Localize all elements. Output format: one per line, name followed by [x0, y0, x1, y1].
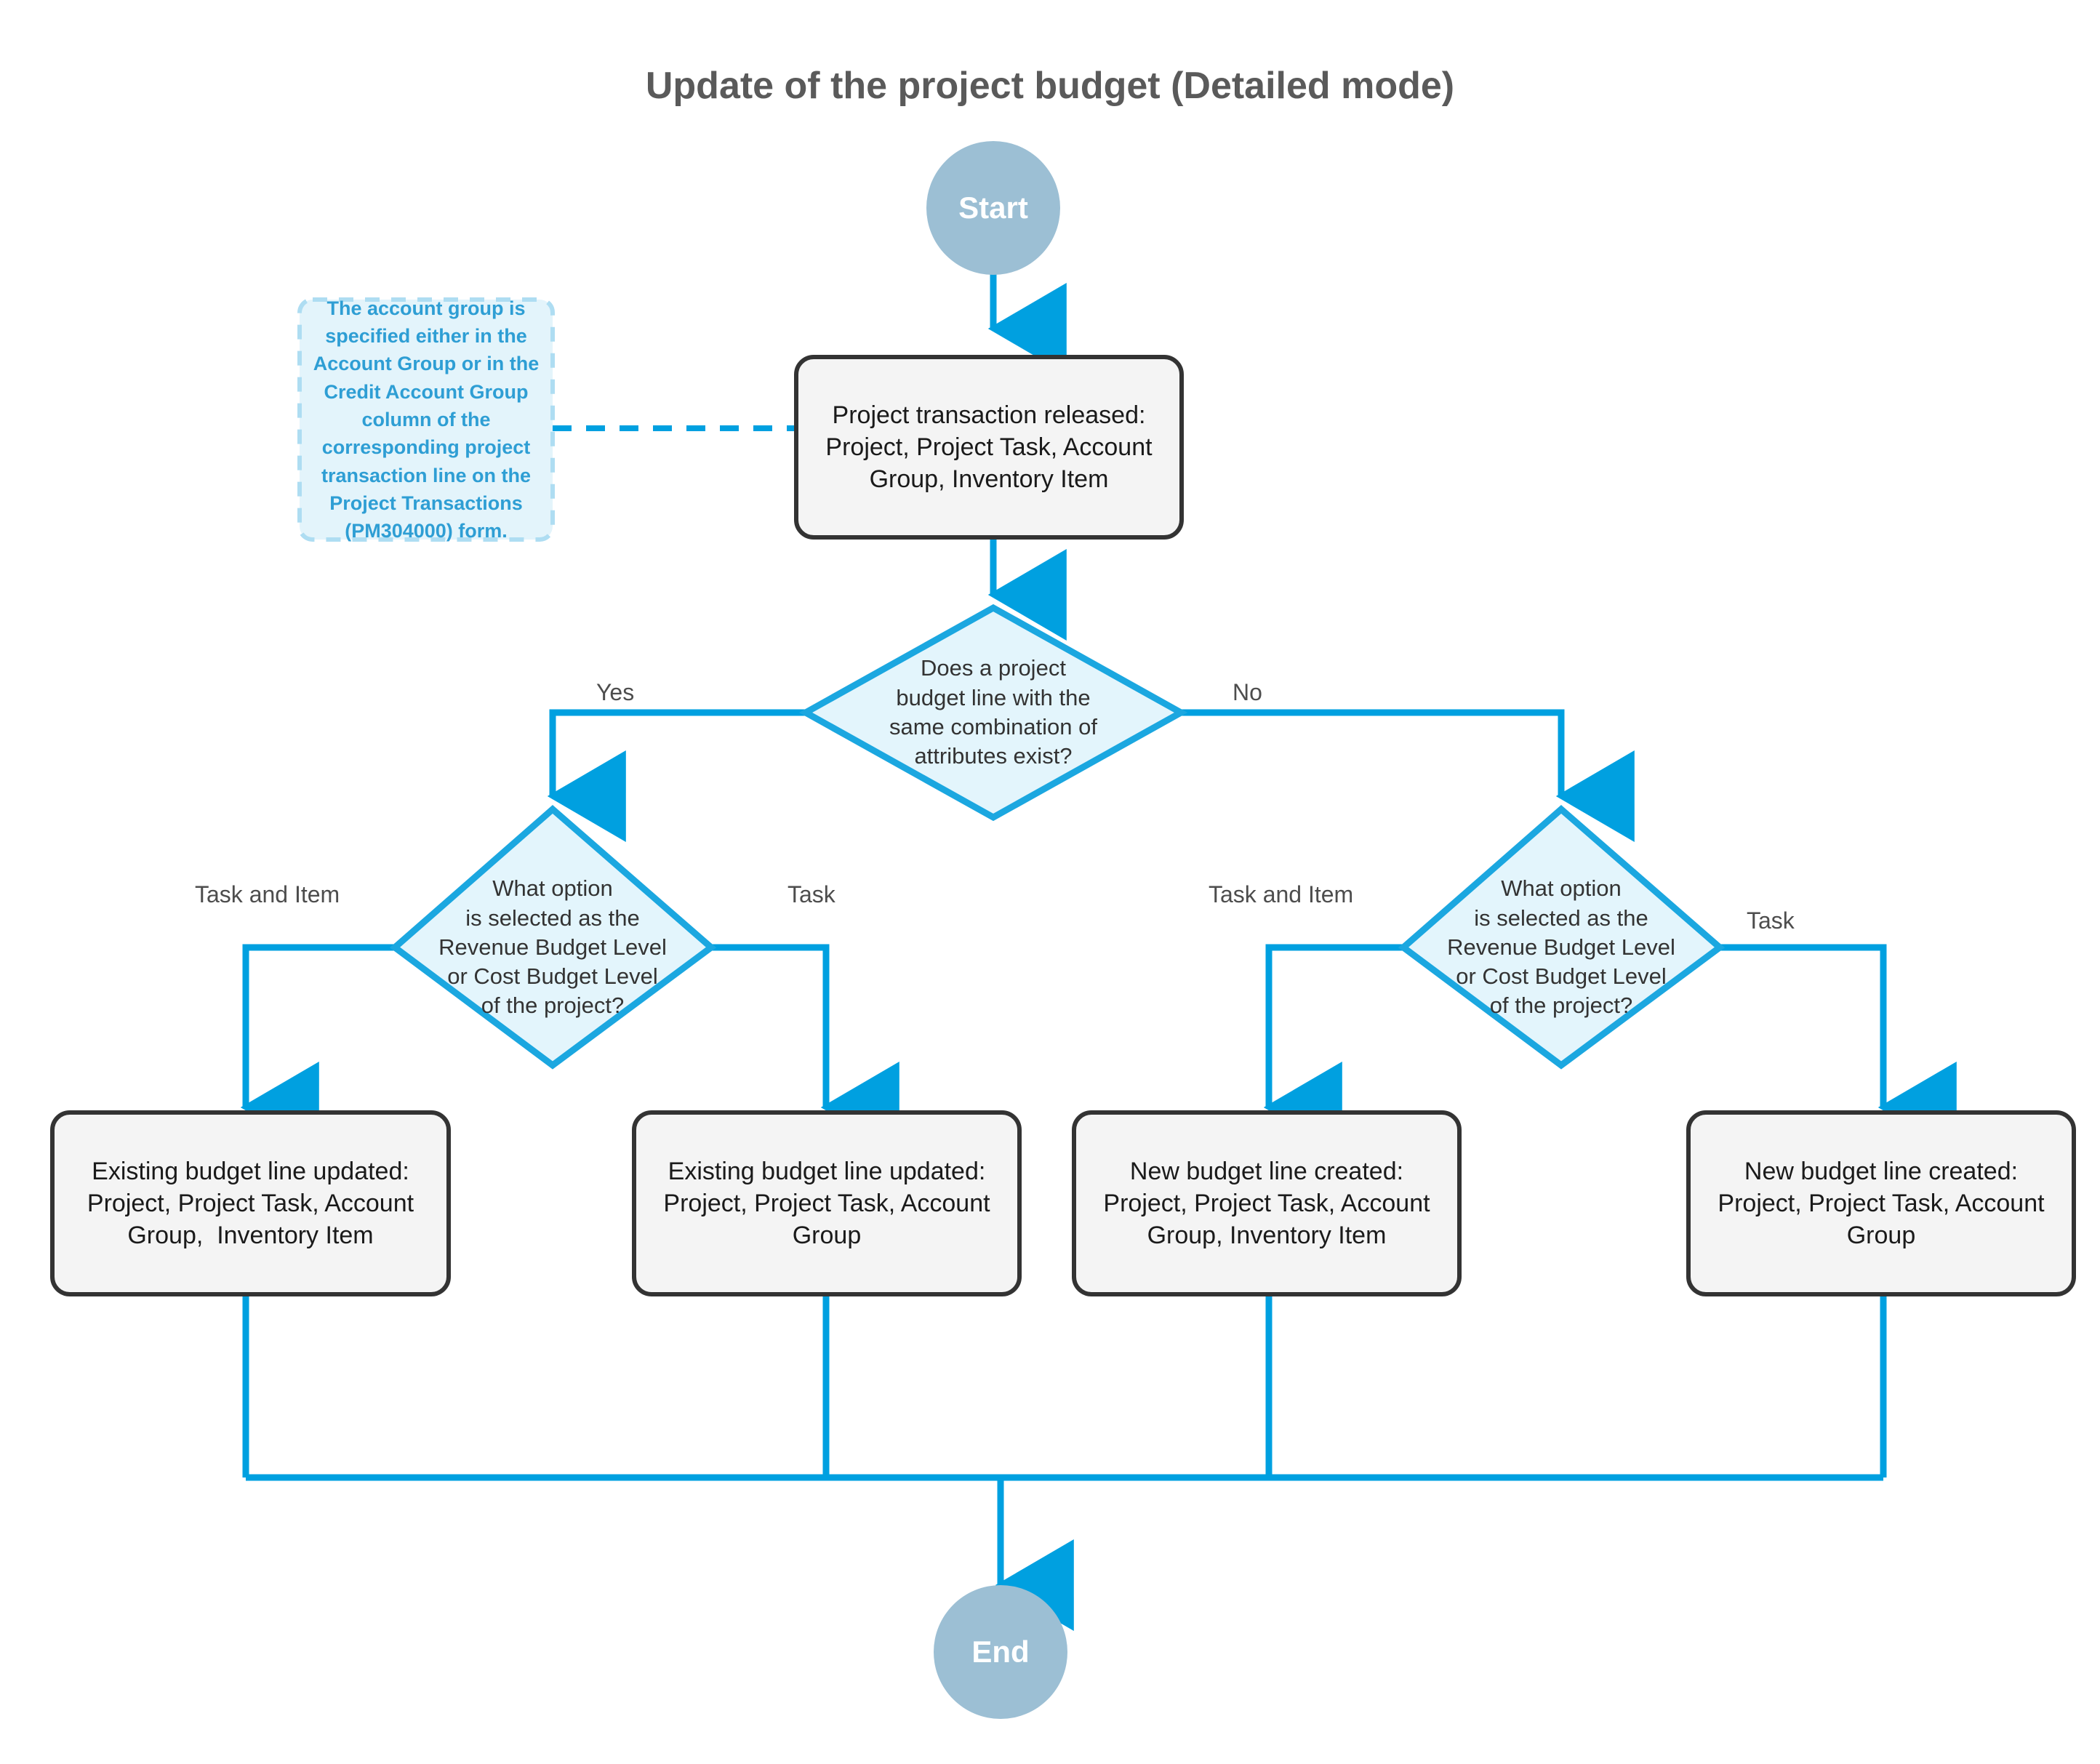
start-node-shape[interactable] [926, 141, 1060, 275]
decision-level-left-shape[interactable] [389, 805, 717, 1070]
edge-left-taskitem-to-box [240, 944, 395, 1153]
decision-exists-shape[interactable] [798, 604, 1188, 822]
connector-lines [240, 240, 1957, 1631]
note-box-shape [297, 297, 555, 542]
decision-level-right-shape[interactable] [1398, 805, 1726, 1070]
edge-left-task-to-box [711, 944, 899, 1153]
end-node-shape[interactable] [934, 1585, 1067, 1719]
edge-right-task-to-box [1720, 944, 1957, 1153]
new-with-item-box-shape[interactable] [1072, 1110, 1462, 1296]
new-no-item-box-shape[interactable] [1686, 1110, 2076, 1296]
edge-no-to-right-decision [1181, 709, 1635, 842]
existing-with-item-box-shape[interactable] [50, 1110, 451, 1296]
transaction-released-box-shape[interactable] [794, 355, 1184, 540]
existing-no-item-box-shape[interactable] [632, 1110, 1022, 1296]
edge-right-taskitem-to-box [1263, 944, 1403, 1153]
edge-yes-to-left-decision [547, 709, 806, 842]
